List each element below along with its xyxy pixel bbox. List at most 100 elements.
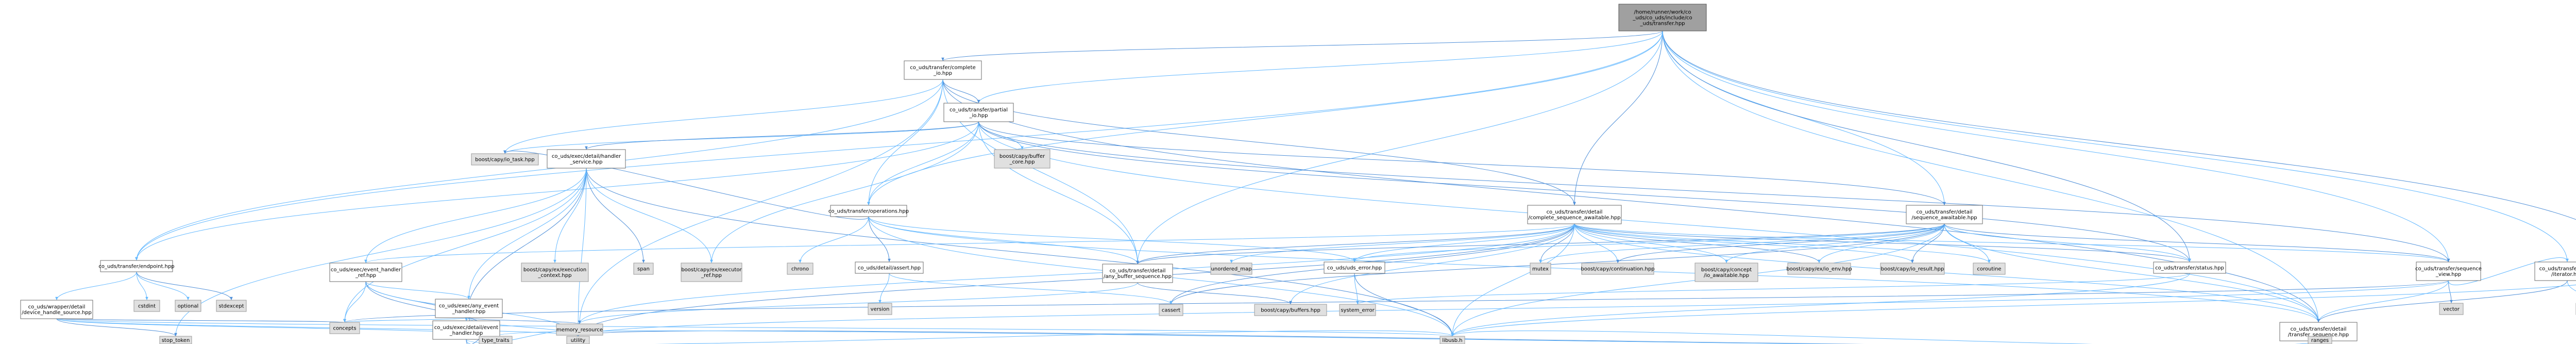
node-box [1906,205,1983,224]
node-label-line: version [871,307,890,313]
edge-operations-to-io_task [503,150,869,220]
edge-resource-to-libusb [1451,284,2576,337]
node-complete_io[interactable]: co_uds/transfer/complete_io.hpp [904,60,982,80]
node-box [1694,263,1758,282]
node-box [159,336,192,344]
node-partial_io[interactable]: co_uds/transfer/partial_io.hpp [943,103,1014,122]
node-box [943,103,1014,122]
edge-seq_awaitable-to-sequence_view [1944,223,2450,263]
node-assert_hpp[interactable]: co_uds/detail/assert.hpp [855,261,924,274]
edge-sequence_view-to-transfer_sequence [2317,280,2449,323]
node-box [1439,336,1465,344]
node-label-line: _core.hpp [1009,159,1035,165]
node-label-line: stdexcept [218,304,244,309]
node-exec_handler_service[interactable]: co_uds/exec/detail/handler_service.hpp [547,149,626,169]
node-io_result: boost/capy/io_result.hpp [1880,263,1945,275]
node-label-line: type_traits [482,338,509,343]
edge-event_handler-to-libusb [466,330,1454,344]
node-iterator[interactable]: co_uds/transfer/detail/iterator.hpp [2534,261,2576,281]
node-transfer_sequence[interactable]: co_uds/transfer/detail/transfer_sequence… [2279,322,2358,341]
edge-complete_io-to-transfer_sequence [942,79,2320,323]
node-box [1581,263,1654,275]
node-box [2153,261,2226,274]
edge-transfer_sequence-to-libusb [1451,330,2319,344]
edge-iterator-to-transfer_sequence [2317,280,2568,323]
edge-root-to-complete_seq_awaitable [1573,30,1663,206]
node-label-line: unordered_map [1211,267,1252,272]
node-label-line: _io.hpp [969,113,988,119]
node-root[interactable]: /home/runner/work/co_uds/co_uds/include/… [1618,4,1707,31]
node-box [633,263,654,275]
node-label-line: co_uds/transfer/sequence [2415,266,2482,272]
edge-complete_seq_awaitable-to-libusb [1451,223,1575,337]
edge-partial_io-to-status [978,121,2191,263]
node-unordered_map: unordered_map [1210,263,1252,275]
node-label-line: boost/capy/io_task.hpp [475,157,535,163]
node-buffers: boost/capy/buffers.hpp [1254,304,1327,316]
node-label-line: co_uds/transfer/detail [1110,268,1166,274]
edge-complete_io-to-io_task [503,79,943,154]
edge-seq_awaitable-to-mutex [1539,223,1945,264]
node-label-line: /complete_sequence_awaitable.hpp [1528,215,1620,221]
node-complete_seq_awaitable[interactable]: co_uds/transfer/detail/complete_sequence… [1527,205,1622,224]
node-cstdint: cstdint [133,300,160,312]
edge-root-to-any_buffer_seq [1136,30,1663,265]
edge-uds_error-to-system_error [1354,273,1359,305]
edge-complete_seq_awaitable-to-unordered_map [1230,223,1575,264]
node-wrapper_handle[interactable]: co_uds/wrapper/detail/device_handle_sour… [20,300,93,319]
node-box [1618,4,1707,31]
edge-iterator-to-memory [2567,280,2576,291]
node-label-line: co_uds/transfer/detail [2291,326,2347,332]
node-endpoint[interactable]: co_uds/transfer/endpoint.hpp [98,260,175,272]
node-label-line: mutex [1532,267,1549,272]
node-concepts: concepts [329,322,360,334]
node-label-line: co_uds/uds_error.hpp [1327,266,1382,271]
node-box [556,323,603,336]
edge-endpoint-to-optional [136,271,190,301]
node-status[interactable]: co_uds/transfer/status.hpp [2153,261,2226,274]
node-event_handler_ref[interactable]: co_uds/exec/event_handler_ref.hpp [329,263,402,282]
node-version: version [868,303,892,315]
node-box [566,336,590,344]
node-label-line: boost/capy/ex/execution [523,267,586,273]
node-any_event_handler[interactable]: co_uds/exec/any_event_handler.hpp [435,299,503,318]
edge-partial_io-to-any_buffer_seq [978,121,1139,265]
node-label-line: _context.hpp [538,273,572,279]
edge-complete_seq_awaitable-to-status [1574,223,2191,263]
node-label-line: boost/capy/continuation.hpp [1581,267,1654,272]
node-operations[interactable]: co_uds/transfer/operations.hpp [828,205,909,217]
node-label-line: cstdint [138,304,156,309]
node-box [2439,303,2464,315]
node-box [1527,205,1622,224]
node-label-line: span [637,267,650,272]
edge-endpoint-to-cstdint [136,271,148,301]
edge-operations-to-any_buffer_seq [868,216,1139,265]
edge-uds_error-to-libusb [1354,273,1454,337]
node-box [547,149,626,169]
node-label-line: _ref.hpp [355,273,376,279]
node-label-line: boost/capy/concept [1701,267,1752,273]
node-label-line: ranges [2311,338,2329,343]
node-box [1254,304,1327,316]
node-label-line: co_uds/transfer/detail [1917,209,1973,215]
node-box [521,263,589,282]
node-box [1159,304,1183,316]
node-box [681,263,742,282]
node-label-line: /transfer_sequence.hpp [2288,332,2349,338]
node-uds_error[interactable]: co_uds/uds_error.hpp [1324,261,1385,274]
edge-seq_awaitable-to-any_buffer_seq [1136,223,1945,265]
node-seq_awaitable[interactable]: co_uds/transfer/detail/sequence_awaitabl… [1906,205,1983,224]
node-sequence_view[interactable]: co_uds/transfer/sequence_view.hpp [2415,261,2482,281]
node-any_buffer_seq[interactable]: co_uds/transfer/detail/any_buffer_sequen… [1102,264,1173,283]
node-span: span [633,263,654,275]
node-label-line: _handler.hpp [452,309,486,315]
edge-root-to-endpoint [135,30,1663,261]
edge-root-to-complete_io [941,30,1663,61]
node-box [2308,336,2332,344]
edge-exec_handler_service-to-any_event_handler [467,168,587,300]
node-memory_resource: memory_resource [556,323,603,336]
node-label-line: co_uds/exec/detail/event [434,325,499,331]
edge-complete_io-to-operations [867,79,943,206]
node-label-line: co_uds/transfer/endpoint.hpp [98,264,174,270]
